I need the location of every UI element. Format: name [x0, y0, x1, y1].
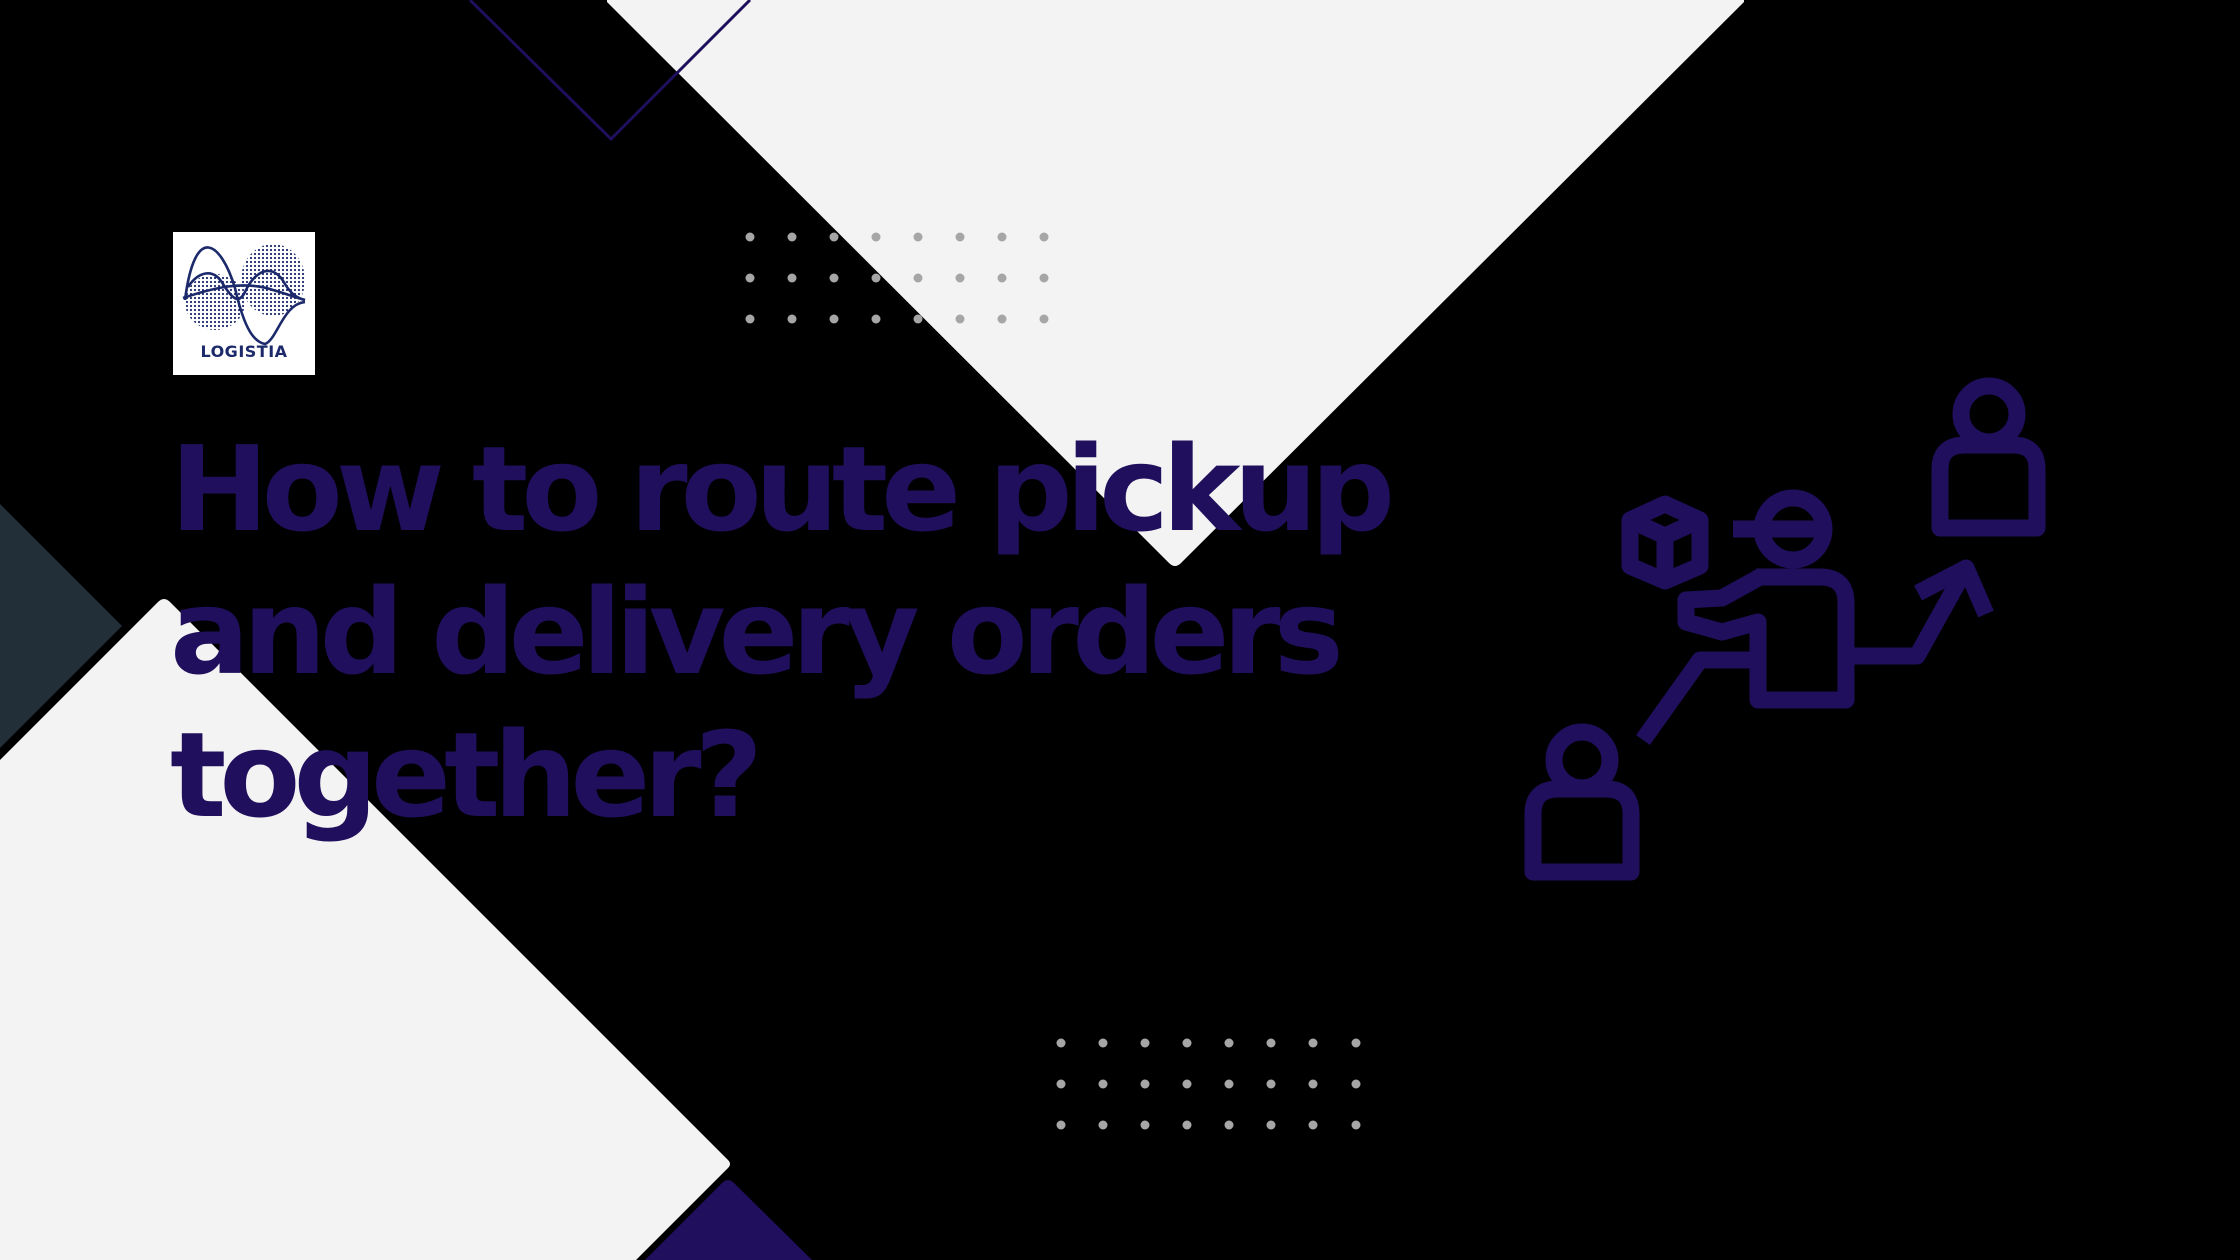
dot-grid-bottom	[1056, 1038, 1361, 1130]
navy-triangle-bottom	[645, 1180, 812, 1260]
wave-logo-icon	[182, 244, 306, 346]
light-diamond-bottom-left	[0, 599, 730, 1260]
logistia-logo: LOGISTIA	[173, 232, 315, 375]
light-triangle-top	[607, 0, 1744, 566]
headline-line-3: together?	[170, 706, 763, 844]
page-title: How to route pickup and delivery orders …	[170, 418, 1395, 847]
slate-triangle	[0, 504, 122, 748]
navy-v-outline	[468, 0, 752, 142]
headline-line-2: and delivery orders	[170, 563, 1344, 701]
dot-grid-top	[745, 232, 1049, 324]
logo-wordmark: LOGISTIA	[200, 342, 288, 361]
headline-line-1: How to route pickup	[170, 420, 1395, 558]
